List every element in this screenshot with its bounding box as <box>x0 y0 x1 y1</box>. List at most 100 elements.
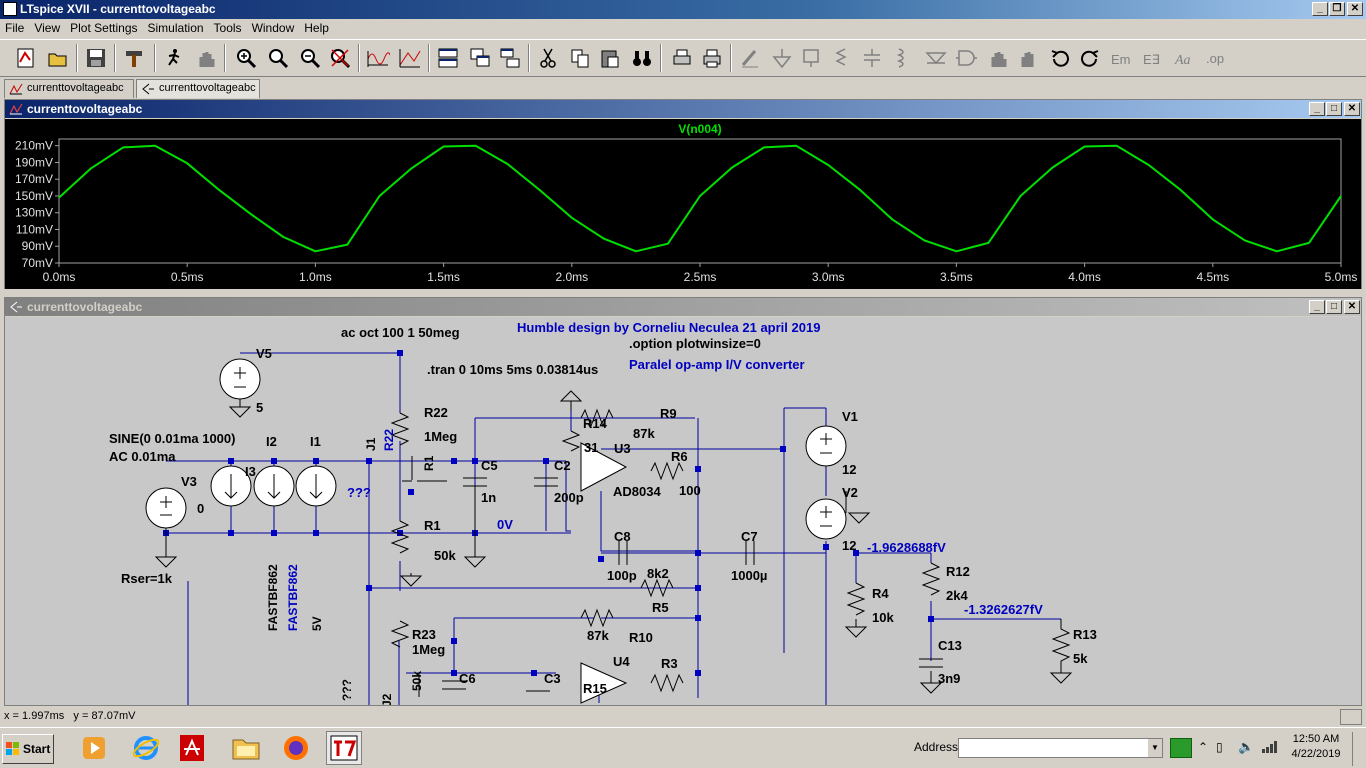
schematic-label-r4[interactable]: R4 <box>872 586 889 601</box>
schematic-label-v2val[interactable]: 12 <box>842 538 856 553</box>
schematic-label-r13[interactable]: R13 <box>1073 627 1097 642</box>
schematic-label-c2[interactable]: C2 <box>554 458 571 473</box>
schematic-label-v3[interactable]: V3 <box>181 474 197 489</box>
move-hand-icon[interactable] <box>984 44 1012 72</box>
restore-button[interactable]: ❐ <box>1329 2 1345 16</box>
zoom-full-icon[interactable] <box>326 44 354 72</box>
new-schematic-icon[interactable] <box>12 44 40 72</box>
label-net-icon[interactable] <box>798 44 826 72</box>
internet-explorer-icon[interactable] <box>128 731 164 765</box>
paste-icon[interactable] <box>596 44 624 72</box>
text-icon[interactable]: Aa <box>1172 44 1200 72</box>
schematic-label-subtitle[interactable]: Paralel op-amp I/V converter <box>629 357 805 372</box>
schematic-label-r14v[interactable]: 31 <box>584 440 598 455</box>
file-explorer-icon[interactable] <box>228 731 264 765</box>
tile-horizontal-icon[interactable] <box>434 44 462 72</box>
open-icon[interactable] <box>44 44 72 72</box>
schematic-label-r12v[interactable]: 2k4 <box>946 588 968 603</box>
pan-icon[interactable] <box>264 44 292 72</box>
schematic-label-zerov[interactable]: 0V <box>497 517 513 532</box>
schematic-label-n1[interactable]: -1.9628688fV <box>867 540 946 555</box>
schematic-label-c8v[interactable]: 100p <box>607 568 637 583</box>
control-panel-hammer-icon[interactable] <box>120 44 148 72</box>
ground-icon[interactable] <box>768 44 796 72</box>
schematic-label-r23[interactable]: R23 <box>412 627 436 642</box>
show-desktop-button[interactable] <box>1352 732 1362 766</box>
draw-wire-icon[interactable] <box>736 44 764 72</box>
save-icon[interactable] <box>82 44 110 72</box>
close-button[interactable]: ✕ <box>1344 102 1360 116</box>
cascade-icon[interactable] <box>466 44 494 72</box>
schematic-label-c5[interactable]: C5 <box>481 458 498 473</box>
undo-icon[interactable] <box>1046 44 1074 72</box>
print-icon[interactable] <box>698 44 726 72</box>
schematic-label-v1val[interactable]: 12 <box>842 462 856 477</box>
acrobat-icon[interactable] <box>174 731 210 765</box>
maximize-button[interactable]: □ <box>1326 102 1342 116</box>
schematic-label-r4v[interactable]: 10k <box>872 610 894 625</box>
schematic-label-n2[interactable]: -1.3262627fV <box>964 602 1043 617</box>
schematic-label-rser[interactable]: Rser=1k <box>121 571 173 586</box>
schematic-label-v3val[interactable]: 0 <box>197 501 204 516</box>
schematic-label-r15[interactable]: R15 <box>583 681 607 696</box>
schematic-label-title[interactable]: Humble design by Corneliu Neculea 21 apr… <box>517 320 820 335</box>
schematic-label-v5[interactable]: V5 <box>256 346 272 361</box>
zoom-in-icon[interactable] <box>232 44 260 72</box>
schematic-label-r9[interactable]: R9 <box>660 406 677 421</box>
cursor-plot-icon[interactable] <box>396 44 424 72</box>
schematic-label-i3[interactable]: I3 <box>245 464 256 479</box>
inductor-icon[interactable] <box>888 44 916 72</box>
schematic-label-sine[interactable]: SINE(0 0.01ma 1000) <box>109 431 235 446</box>
rotate-icon[interactable]: Em <box>1108 44 1136 72</box>
minimize-button[interactable]: _ <box>1312 2 1328 16</box>
schematic-label-r5v[interactable]: 8k2 <box>647 566 669 581</box>
schematic-label-ac[interactable]: ac oct 100 1 50meg <box>341 325 460 340</box>
schematic-label-i1[interactable]: I1 <box>310 434 321 449</box>
minimize-button[interactable]: _ <box>1309 300 1325 314</box>
resistor-icon[interactable] <box>828 44 856 72</box>
menu-help[interactable]: Help <box>304 21 329 35</box>
schematic-canvas[interactable]: FASTBF862 FASTBF862 5V ??? J1 J2 R22 R1 … <box>5 317 1361 706</box>
minimize-button[interactable]: _ <box>1309 102 1325 116</box>
close-button[interactable]: ✕ <box>1347 2 1363 16</box>
schematic-label-c13v[interactable]: 3n9 <box>938 671 960 686</box>
schematic-label-r14[interactable]: R14 <box>583 416 608 431</box>
schematic-label-r22v[interactable]: 1Meg <box>424 429 457 444</box>
schematic-label-r12[interactable]: R12 <box>946 564 970 579</box>
menu-plot-settings[interactable]: Plot Settings <box>70 21 138 35</box>
schematic-label-u3[interactable]: U3 <box>614 441 631 456</box>
schematic-label-c6[interactable]: C6 <box>459 671 476 686</box>
schematic-label-c7[interactable]: C7 <box>741 529 758 544</box>
schematic-label-c3[interactable]: C3 <box>544 671 561 686</box>
zoom-out-icon[interactable] <box>296 44 324 72</box>
find-binoculars-icon[interactable] <box>628 44 656 72</box>
menu-window[interactable]: Window <box>251 21 295 35</box>
firefox-icon[interactable] <box>278 731 314 765</box>
schematic-label-v5val[interactable]: 5 <box>256 400 263 415</box>
component-icon[interactable] <box>952 44 980 72</box>
schematic-label-qqq[interactable]: ??? <box>347 485 371 500</box>
menu-simulation[interactable]: Simulation <box>147 21 204 35</box>
cut-icon[interactable] <box>534 44 562 72</box>
tile-vertical-icon[interactable] <box>496 44 524 72</box>
schematic-label-c8[interactable]: C8 <box>614 529 631 544</box>
spice-directive-icon[interactable]: .op <box>1202 44 1230 72</box>
schematic-label-r3[interactable]: R3 <box>661 656 678 671</box>
schematic-label-c2v[interactable]: 200p <box>554 490 584 505</box>
schematic-label-c13[interactable]: C13 <box>938 638 962 653</box>
schematic-label-r10v[interactable]: 87k <box>587 628 609 643</box>
schematic-label-acv3[interactable]: AC 0.01ma <box>109 449 176 464</box>
go-arrow-icon[interactable] <box>1170 738 1192 758</box>
schematic-label-c7v[interactable]: 1000µ <box>731 568 767 583</box>
schematic-label-r6[interactable]: R6 <box>671 449 688 464</box>
drag-hand-icon[interactable] <box>1014 44 1042 72</box>
schematic-label-r1[interactable]: R1 <box>424 518 441 533</box>
mirror-icon[interactable]: E∃ <box>1140 44 1168 72</box>
network-tray-icon[interactable]: ▯ <box>1216 740 1223 754</box>
menu-tools[interactable]: Tools <box>213 21 242 35</box>
ltspice-taskbar-icon[interactable] <box>326 731 362 765</box>
signal-strength-icon[interactable] <box>1262 741 1278 753</box>
schematic-label-r5[interactable]: R5 <box>652 600 669 615</box>
